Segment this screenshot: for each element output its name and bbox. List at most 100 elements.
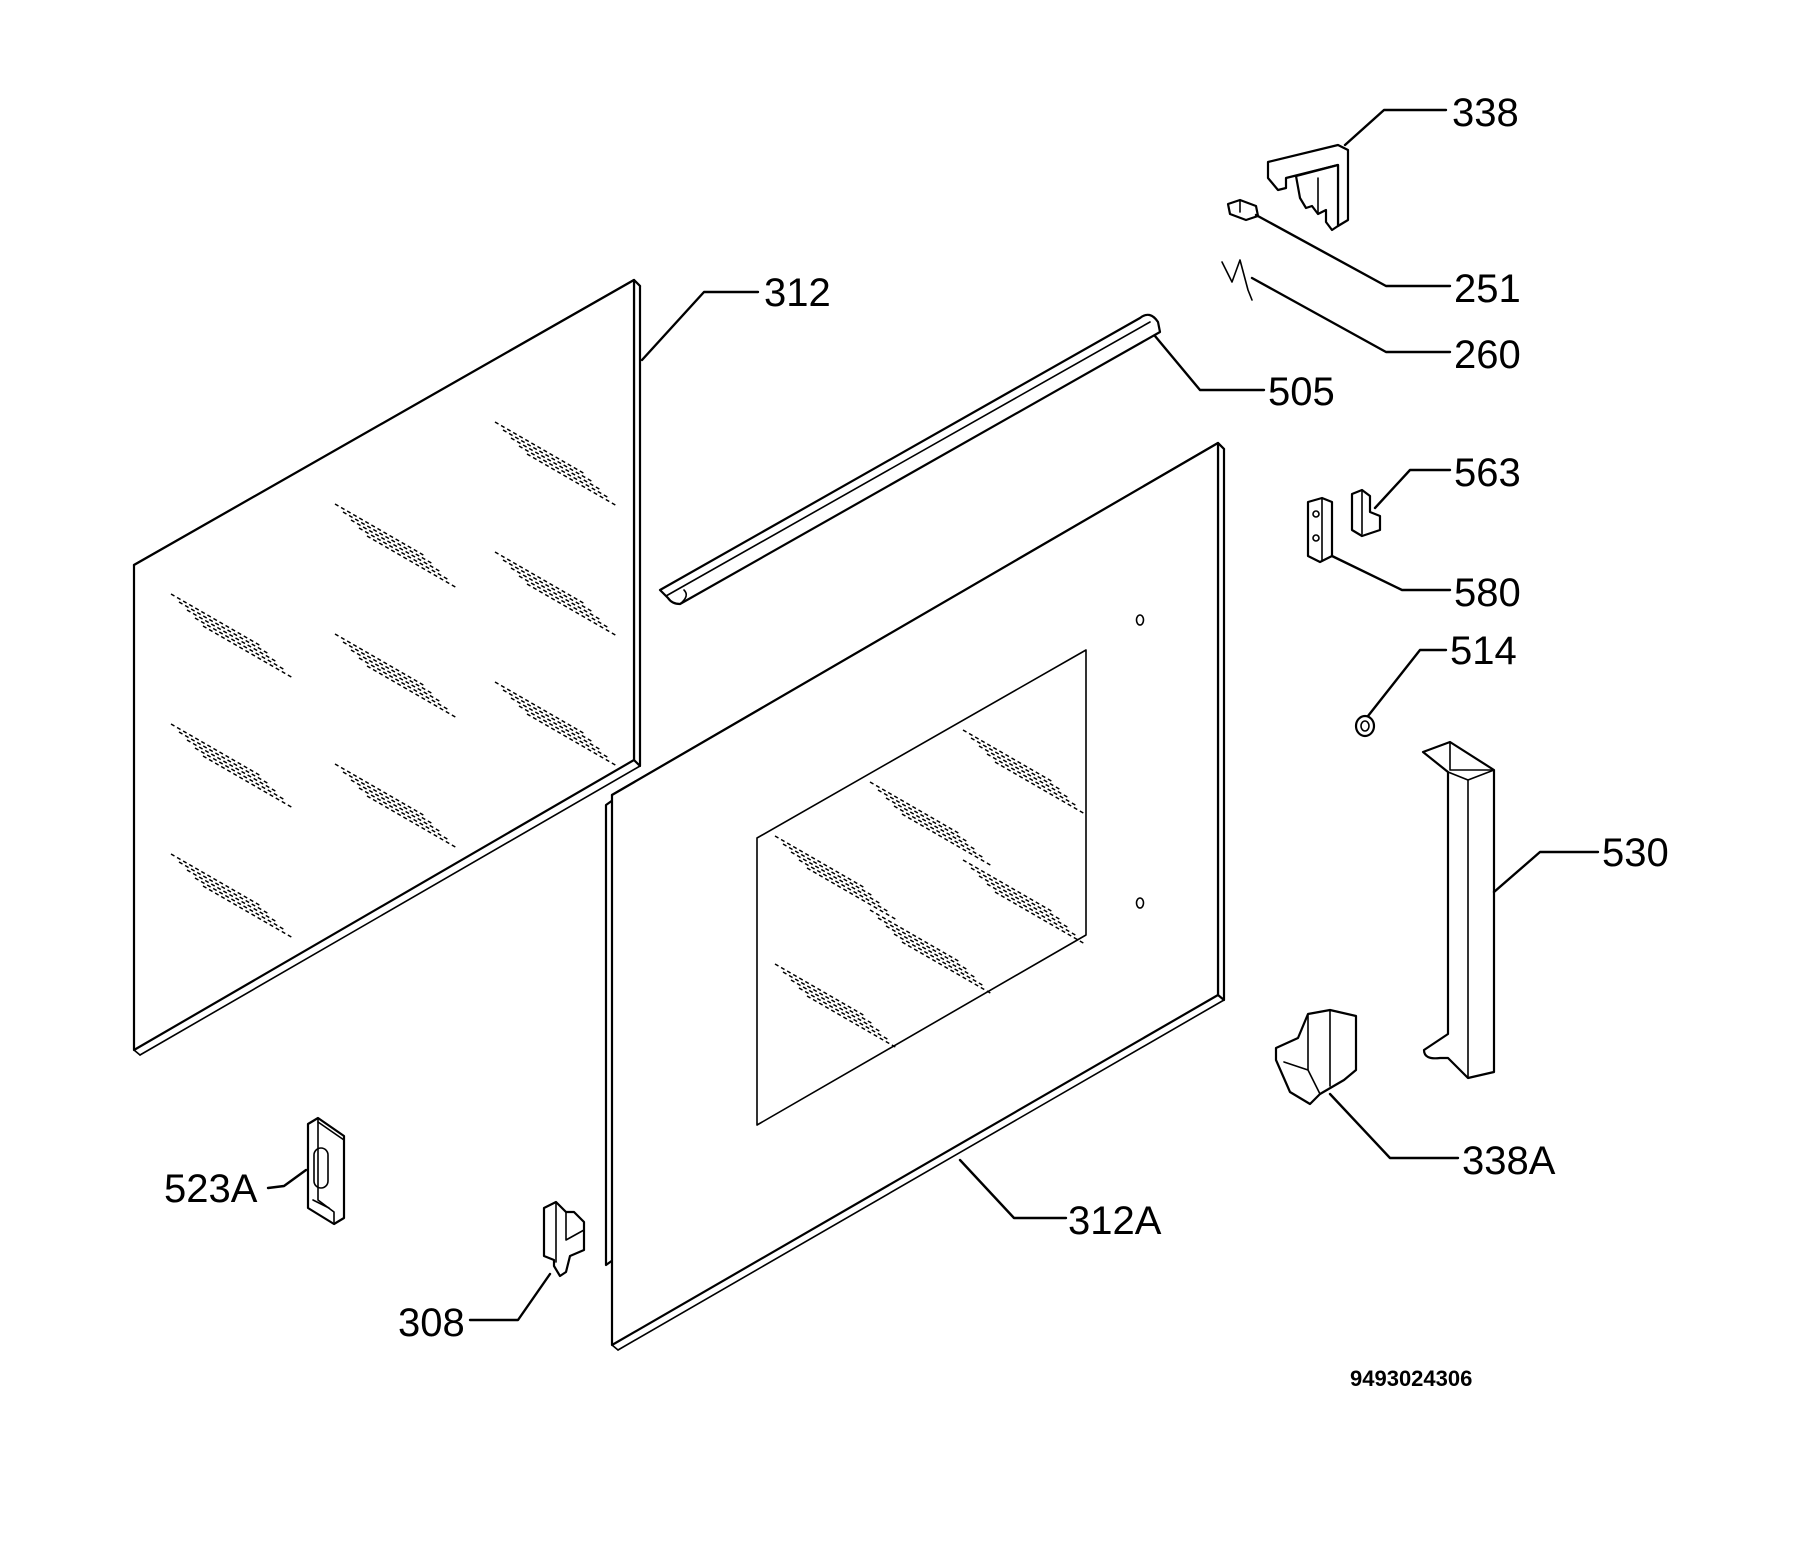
inner-glass-panel: [132, 278, 642, 1056]
label-251: 251: [1454, 267, 1521, 311]
hinge-clip: [542, 1200, 586, 1278]
leader-251: [1254, 213, 1452, 288]
vent-slot: [350, 779, 442, 833]
vent-slot: [806, 995, 898, 1049]
vent-slot: [994, 761, 1086, 815]
leader-530: [1492, 850, 1600, 894]
vent-slot: [978, 745, 1070, 799]
vent-slot: [510, 567, 602, 621]
vent-slot: [178, 861, 270, 915]
vent-slot: [893, 805, 985, 859]
vent-slot: [342, 641, 434, 695]
vent-slot: [518, 445, 610, 499]
vent-slot: [885, 797, 977, 851]
label-523A: 523A: [164, 1167, 258, 1211]
vent-slot: [877, 789, 969, 843]
label-505: 505: [1268, 370, 1335, 414]
hinge-block: [1306, 496, 1334, 564]
leader-338: [1343, 108, 1448, 147]
bracket: [1350, 488, 1382, 538]
vent-slot: [334, 503, 426, 557]
vent-slot: [186, 739, 278, 793]
vent-slot: [494, 551, 586, 605]
vent-slot: [358, 527, 450, 581]
vent-slot: [202, 885, 294, 939]
vent-slot: [790, 851, 882, 905]
leader-260: [1250, 276, 1452, 354]
vent-slot: [774, 963, 866, 1017]
vent-slot: [885, 925, 977, 979]
vent-slots-312A: [774, 729, 1086, 1049]
vent-slot: [350, 649, 442, 703]
hinge-cover-bottom: [1274, 1008, 1358, 1106]
vent-slot: [358, 787, 450, 841]
vent-slot: [986, 753, 1078, 807]
vent-slot: [901, 813, 993, 867]
vent-slot: [342, 511, 434, 565]
leader-312: [640, 290, 760, 362]
vent-slot: [342, 771, 434, 825]
leader-514: [1366, 648, 1448, 718]
vent-slots-312: [170, 421, 618, 939]
vent-slot: [502, 429, 594, 483]
vent-slot: [202, 625, 294, 679]
drawing-number: 9493024306: [1350, 1366, 1472, 1391]
vent-slot: [774, 835, 866, 889]
vent-slot: [986, 883, 1078, 937]
vent-slot: [877, 917, 969, 971]
leader-308: [468, 1272, 552, 1322]
vent-slot: [962, 729, 1054, 783]
leader-505: [1153, 334, 1266, 392]
vent-slot: [526, 713, 618, 767]
vent-slot: [366, 795, 458, 849]
vent-slot: [186, 609, 278, 663]
vent-slot: [334, 763, 426, 817]
vent-slot: [194, 877, 286, 931]
vent-slot: [790, 979, 882, 1033]
leader-523A: [266, 1168, 308, 1190]
vent-slot: [194, 747, 286, 801]
vent-slot: [970, 737, 1062, 791]
vent-slot: [970, 867, 1062, 921]
label-530: 530: [1602, 831, 1669, 875]
vent-slot: [798, 859, 890, 913]
vent-slot: [962, 859, 1054, 913]
callout-labels: 338 251 260 312 505 563 580 514 530 338A…: [164, 91, 1669, 1345]
label-580: 580: [1454, 571, 1521, 615]
vent-slot: [334, 633, 426, 687]
label-563: 563: [1454, 451, 1521, 495]
leader-580: [1330, 554, 1452, 592]
vent-slot: [526, 583, 618, 637]
spring: [1221, 259, 1253, 301]
vent-slot: [494, 421, 586, 475]
vent-slot: [366, 535, 458, 589]
label-260: 260: [1454, 333, 1521, 377]
vent-slot: [202, 755, 294, 809]
vent-slot: [170, 723, 262, 777]
vent-slot: [782, 971, 874, 1025]
label-338A: 338A: [1462, 1139, 1556, 1183]
vent-slot: [494, 681, 586, 735]
vent-slot: [901, 941, 993, 995]
vent-slot: [893, 933, 985, 987]
door-top-trim: [658, 313, 1162, 606]
vent-slot: [350, 519, 442, 573]
leader-563: [1373, 468, 1452, 510]
vent-slot: [782, 843, 874, 897]
vent-slot: [502, 559, 594, 613]
vent-slot: [358, 657, 450, 711]
vent-slot: [518, 705, 610, 759]
label-312: 312: [764, 271, 831, 315]
leader-338A: [1328, 1092, 1460, 1160]
vent-slot: [510, 697, 602, 751]
vent-slot: [518, 575, 610, 629]
vent-slot: [170, 853, 262, 907]
vent-slot: [869, 781, 961, 835]
label-338: 338: [1452, 91, 1519, 135]
vent-slot: [994, 891, 1086, 945]
vent-slot: [978, 875, 1070, 929]
hinge-cover-top: [1266, 143, 1350, 232]
leader-lines: [266, 108, 1600, 1322]
label-308: 308: [398, 1301, 465, 1345]
vent-slot: [178, 601, 270, 655]
